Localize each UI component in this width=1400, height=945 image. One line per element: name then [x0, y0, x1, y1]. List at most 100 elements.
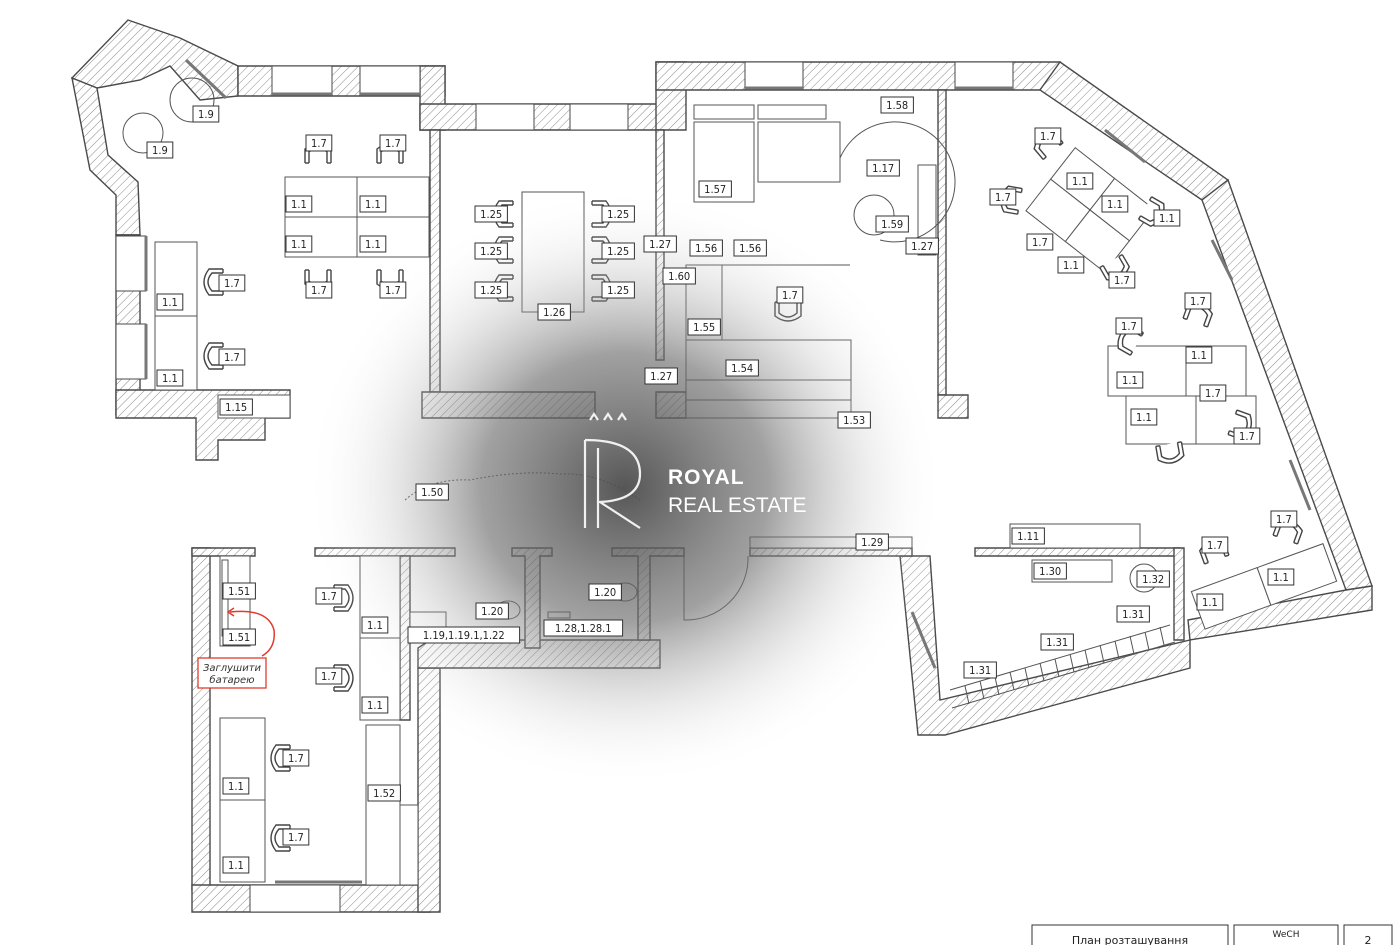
room-label-text: 1.19,1.19.1,1.22	[423, 629, 505, 642]
room-label: 1.7	[1201, 536, 1229, 554]
wall-lower-left-outer	[191, 547, 211, 891]
room-label-text: 1.9	[152, 144, 168, 157]
room-label: 1.1	[1066, 172, 1094, 190]
wall-corridor-right-2	[1173, 547, 1185, 641]
room-label-text: 1.7	[321, 670, 337, 683]
room-label-text: 1.25	[607, 245, 629, 258]
room-label: 1.27	[643, 235, 677, 253]
room-label: 1.1	[285, 195, 313, 213]
room-label-text: 1.25	[607, 208, 629, 221]
brand-subtitle: REAL ESTATE	[668, 494, 806, 517]
room-label-text: 1.20	[481, 605, 503, 618]
room-label: 1.1	[1057, 256, 1085, 274]
room-label: 1.15	[219, 398, 253, 416]
room-label: 1.1	[1130, 408, 1158, 426]
room-label-text: 1.50	[421, 486, 443, 499]
room-label-text: 1.1	[365, 238, 381, 251]
room-label-text: 1.51	[228, 631, 250, 644]
room-label-text: 1.7	[1190, 295, 1206, 308]
room-label-text: 1.25	[480, 284, 502, 297]
room-label: 1.7	[1184, 292, 1212, 310]
room-label-text: 1.1	[1107, 198, 1123, 211]
windows	[115, 58, 1312, 913]
room-label-text: 1.25	[607, 284, 629, 297]
room-label-text: 1.32	[1142, 573, 1164, 586]
room-label-text: 1.7	[782, 289, 798, 302]
wall-bay-top	[70, 19, 239, 101]
room-label-text: 1.17	[872, 162, 894, 175]
room-label: 1.19,1.19.1,1.22	[407, 626, 521, 644]
note-line-1: Заглушити	[203, 663, 262, 674]
room-label-text: 1.53	[843, 414, 865, 427]
room-label-text: 1.55	[693, 321, 715, 334]
room-label: 1.7	[1199, 384, 1227, 402]
room-label-text: 1.1	[291, 198, 307, 211]
room-label-text: 1.30	[1039, 565, 1061, 578]
room-label-text: 1.11	[1017, 530, 1039, 543]
room-label-text: 1.7	[995, 191, 1011, 204]
room-label: 1.1	[361, 616, 389, 634]
room-label-text: 1.1	[365, 198, 381, 211]
room-label-text: 1.57	[704, 183, 726, 196]
room-label: 1.7	[1026, 233, 1054, 251]
room-label: 1.51	[222, 628, 256, 646]
room-label: 1.9	[192, 105, 220, 123]
room-label: 1.59	[875, 215, 909, 233]
room-label: 1.7	[379, 134, 407, 152]
room-label-text: 1.15	[225, 401, 247, 414]
room-label: 1.32	[1136, 570, 1170, 588]
room-label: 1.31	[1040, 633, 1074, 651]
room-label-text: 1.7	[311, 137, 327, 150]
room-label: 1.1	[1196, 593, 1224, 611]
room-label: 1.60	[662, 267, 696, 285]
room-label: 1.27	[644, 367, 678, 385]
note-line-2: батарею	[209, 674, 254, 686]
room-label: 1.1	[1101, 195, 1129, 213]
room-label-text: 1.1	[1191, 349, 1207, 362]
room-label: 1.1	[222, 856, 250, 874]
room-label: 1.7	[315, 667, 343, 685]
annotation-note: Заглушити батарею	[197, 607, 275, 689]
room-label-text: 1.27	[649, 238, 671, 251]
room-label: 1.50	[415, 483, 449, 501]
room-label: 1.25	[601, 281, 635, 299]
room-label: 1.51	[222, 582, 256, 600]
room-label-text: 1.7	[1207, 539, 1223, 552]
room-label-text: 1.1	[1202, 596, 1218, 609]
room-label-text: 1.7	[311, 284, 327, 297]
room-label: 1.27	[905, 237, 939, 255]
room-label-text: 1.1	[367, 699, 383, 712]
room-label-text: 1.7	[1032, 236, 1048, 249]
room-label: 1.25	[474, 281, 508, 299]
room-label: 1.7	[305, 134, 333, 152]
room-label-text: 1.7	[1205, 387, 1221, 400]
room-label-text: 1.60	[668, 270, 690, 283]
room-label: 1.7	[1115, 317, 1143, 335]
brand-name: ROYAL	[668, 466, 745, 489]
company-name: WeCH	[1273, 930, 1300, 940]
room-label-text: 1.20	[594, 586, 616, 599]
room-label: 1.52	[367, 784, 401, 802]
room-label-text: 1.52	[373, 787, 395, 800]
room-label: 1.25	[601, 205, 635, 223]
wall-lower-top-1	[191, 547, 256, 557]
room-label: 1.1	[361, 696, 389, 714]
room-label: 1.1	[1153, 209, 1181, 227]
room-label: 1.26	[537, 303, 571, 321]
wall-corridor-right	[974, 547, 1181, 557]
room-label-text: 1.58	[886, 99, 908, 112]
room-label-text: 1.7	[1276, 513, 1292, 526]
room-label-text: 1.1	[1122, 374, 1138, 387]
watermark: ROYAL REAL ESTATE	[305, 188, 945, 788]
room-label-text: 1.27	[650, 370, 672, 383]
room-label-text: 1.7	[385, 284, 401, 297]
room-label-text: 1.1	[1072, 175, 1088, 188]
room-label: 1.31	[1116, 605, 1150, 623]
room-label: 1.7	[305, 281, 333, 299]
room-label-text: 1.31	[969, 664, 991, 677]
room-label-text: 1.7	[288, 831, 304, 844]
room-label-text: 1.1	[162, 372, 178, 385]
room-label: 1.31	[963, 661, 997, 679]
